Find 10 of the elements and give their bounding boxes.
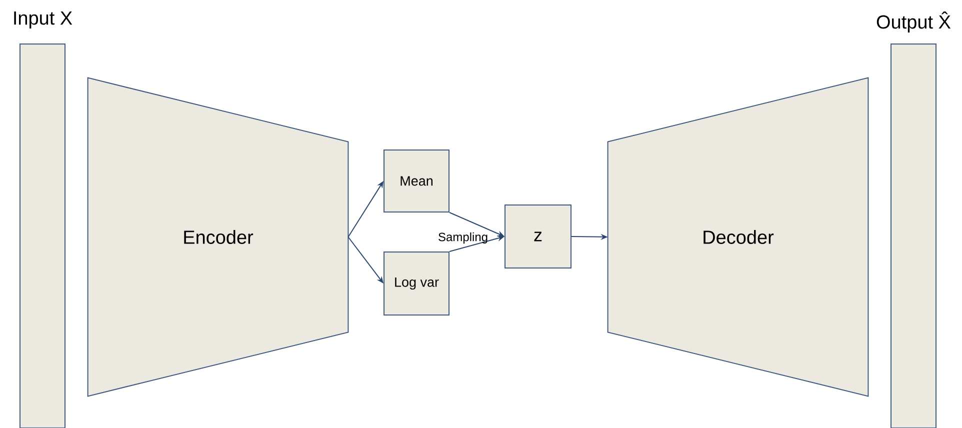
process-box: z	[504, 204, 572, 268]
decoder-trapezoid: Decoder	[607, 77, 869, 397]
process-box: Log var	[384, 252, 450, 316]
node-label: Output X̂	[876, 12, 951, 32]
input-bar: Input X	[14, 12, 72, 428]
node-label: Input X	[14, 12, 72, 28]
encoder-trapezoid: Encoder	[87, 77, 349, 397]
sampling-label: Sampling	[438, 232, 488, 244]
input-bar: Output X̂	[876, 12, 951, 428]
process-box: Mean	[384, 150, 450, 212]
